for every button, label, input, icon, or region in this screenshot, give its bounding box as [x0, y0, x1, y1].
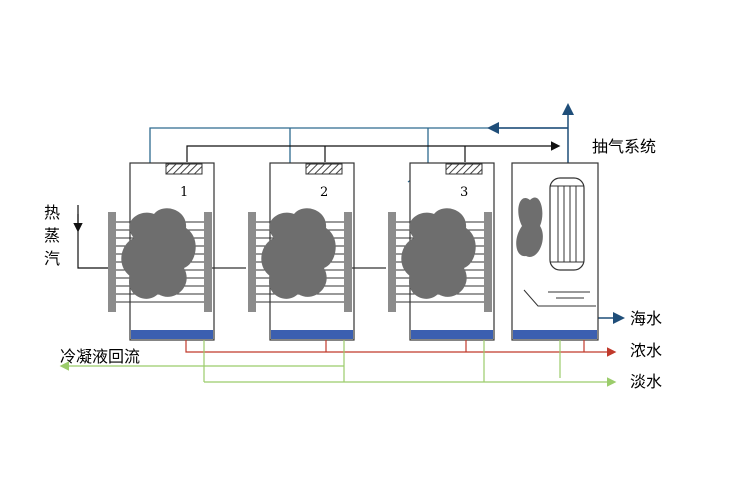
condenser: [511, 162, 599, 341]
liquid-level: [411, 330, 493, 339]
seawater-label: 海水: [630, 309, 662, 328]
condenser-liquid: [513, 330, 597, 339]
vapor-cloud: [121, 208, 196, 299]
vacuum-line: [186, 141, 561, 162]
vapor-cloud-condenser: [516, 197, 543, 257]
vapor-cloud: [261, 208, 336, 299]
liquid-level: [271, 330, 353, 339]
liquid-level: [131, 330, 213, 339]
steam-label-char-3: 汽: [44, 249, 60, 268]
tube-plate-left: [248, 212, 256, 312]
steam-label-char-2: 蒸: [44, 226, 60, 245]
fresh-water-label: 淡水: [630, 372, 662, 391]
effect-number-3: 3: [460, 185, 468, 200]
tube-plate-left: [388, 212, 396, 312]
vapor-cloud: [401, 208, 476, 299]
vapor-outlet-hatch: [305, 163, 343, 175]
tube-plate-right: [344, 212, 352, 312]
vapor-outlet-hatch: [165, 163, 203, 175]
vacuum-system-label: 抽气系统: [592, 137, 656, 156]
effect-vessels: 1 2 3: [108, 162, 495, 341]
effect-vessel-1: 1: [108, 162, 215, 341]
effect-number-2: 2: [320, 185, 328, 200]
effect-vessel-2: 2: [248, 162, 355, 341]
condensate-reflux-label: 冷凝液回流: [60, 347, 140, 366]
tube-plate-right: [484, 212, 492, 312]
steam-label-char-1: 热: [44, 203, 60, 222]
steam-label: 热 蒸 汽: [44, 203, 60, 268]
brine-label: 浓水: [630, 341, 662, 360]
fresh-water-line: [59, 340, 617, 387]
vapor-outlet-hatch: [445, 163, 483, 175]
brine-line: [185, 340, 617, 357]
condenser-tube-bundle: [549, 177, 585, 271]
tube-plate-right: [204, 212, 212, 312]
effect-vessel-3: 3: [388, 162, 495, 341]
effect-number-1: 1: [180, 185, 188, 200]
tube-plate-left: [108, 212, 116, 312]
steam-inlet: [73, 205, 108, 269]
